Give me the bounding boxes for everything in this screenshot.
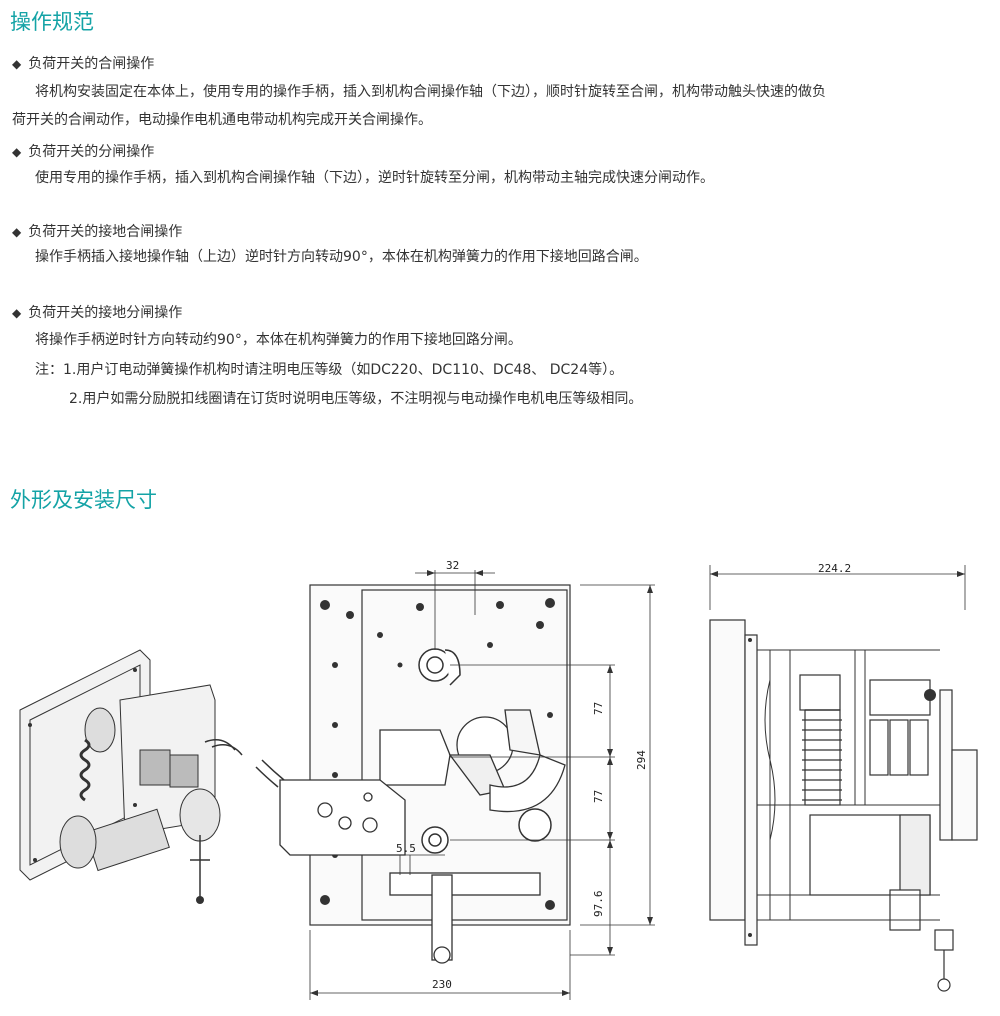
- section-title-dimensions: 外形及安装尺寸: [10, 488, 157, 512]
- item-heading-earth-opening: ◆负荷开关的接地分闸操作: [12, 305, 183, 321]
- dim-small-gap: 5.5: [396, 842, 416, 855]
- item-text-closing-2: 荷开关的合闸动作，电动操作电机通电带动机构完成开关合闸操作。: [12, 112, 432, 128]
- front-view-drawing: 32 77 77 294 5.5 97.6 230: [255, 559, 655, 1000]
- note-2: 2.用户如需分励脱扣线圈请在订货时说明电压等级，不注明视与电动操作电机电压等级相…: [69, 391, 643, 407]
- item-text-opening: 使用专用的操作手柄，插入到机构合闸操作轴（下边），逆时针旋转至分闸，机构带动主轴…: [35, 170, 714, 186]
- item-heading-closing: ◆负荷开关的合闸操作: [12, 56, 155, 72]
- item-text-closing-1: 将机构安装固定在本体上，使用专用的操作手柄，插入到机构合闸操作轴（下边），顺时针…: [35, 84, 826, 100]
- item-text-earth-closing: 操作手柄插入接地操作轴（上边）逆时针方向转动90°，本体在机构弹簧力的作用下接地…: [35, 249, 648, 265]
- note-1: 注：1.用户订电动弹簧操作机构时请注明电压等级（如DC220、DC110、DC4…: [35, 362, 624, 378]
- dim-top-offset: 32: [446, 559, 459, 572]
- item-heading-opening: ◆负荷开关的分闸操作: [12, 144, 155, 160]
- item-text-earth-opening: 将操作手柄逆时针方向转动约90°，本体在机构弹簧力的作用下接地回路分闸。: [35, 332, 522, 348]
- side-view-drawing: 224.2: [709, 562, 978, 992]
- diamond-bullet-icon: ◆: [12, 225, 22, 239]
- item-heading-earth-closing: ◆负荷开关的接地合闸操作: [12, 224, 183, 240]
- mechanism-isometric-drawing: [19, 649, 243, 904]
- dim-width-total: 230: [432, 978, 452, 991]
- dim-upper-span: 77: [592, 702, 605, 715]
- dim-middle-span: 77: [592, 790, 605, 803]
- diamond-bullet-icon: ◆: [12, 57, 22, 71]
- diamond-bullet-icon: ◆: [12, 145, 22, 159]
- dim-bottom-span: 97.6: [592, 891, 605, 918]
- dim-side-depth: 224.2: [818, 562, 851, 575]
- diamond-bullet-icon: ◆: [12, 306, 22, 320]
- section-title-operation-spec: 操作规范: [10, 10, 94, 34]
- dim-height-total: 294: [635, 750, 648, 770]
